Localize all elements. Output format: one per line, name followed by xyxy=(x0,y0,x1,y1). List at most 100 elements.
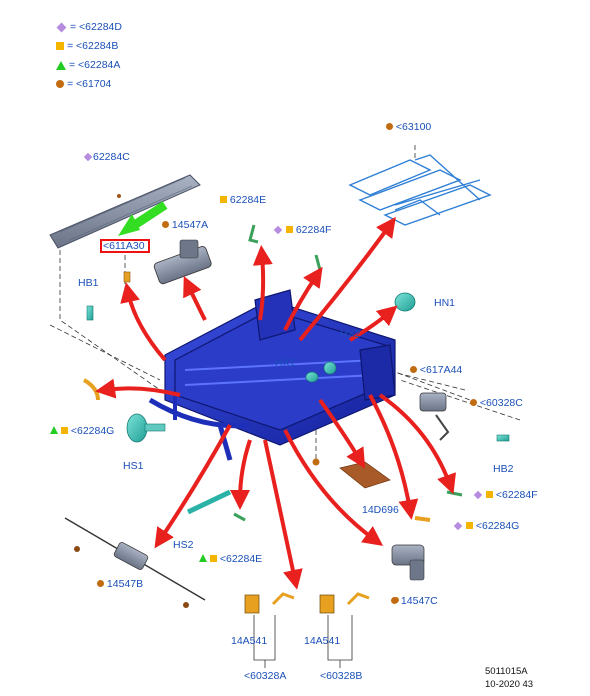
callout-14A541-right: 14A541 xyxy=(304,635,341,647)
leader-hb2 xyxy=(399,379,521,421)
callout-63100: <63100 xyxy=(386,121,431,133)
callout-hx1: HX1 xyxy=(275,357,296,369)
bracket-lines xyxy=(253,615,353,668)
callout-14A541-left: 14A541 xyxy=(231,635,268,647)
switches-14A541 xyxy=(244,592,370,614)
callout-hs2: HS2 xyxy=(173,539,194,551)
connector-62284F-top xyxy=(314,254,322,271)
legend-text: = <62284D xyxy=(70,21,122,33)
arrow-to-62284G-right xyxy=(368,394,419,520)
leader-62284C xyxy=(59,250,161,391)
square-icon xyxy=(60,427,68,434)
dot-icon xyxy=(183,602,189,608)
dot-icon xyxy=(56,80,64,88)
hx2-sensor xyxy=(323,361,337,375)
callout-60328B: <60328B xyxy=(320,670,363,682)
legend-text: = <62284A xyxy=(69,59,121,71)
dot-icon xyxy=(162,221,169,228)
triangle-icon xyxy=(56,60,66,70)
diamond-icon xyxy=(83,152,93,162)
hx1-sensor xyxy=(305,371,319,383)
callout-62284G-left: <62284G xyxy=(50,425,114,437)
callout-hb2: HB2 xyxy=(493,463,514,475)
legend-item-62284D: = <62284D xyxy=(56,21,122,33)
green-arrowhead xyxy=(118,214,140,236)
dot-icon xyxy=(391,597,398,604)
connector-62284E-bottom xyxy=(233,512,246,522)
dot-icon xyxy=(470,399,477,406)
legend-item-62284A: = <62284A xyxy=(56,59,120,71)
callout-14547B: 14547B xyxy=(97,578,143,590)
callout-hb1: HB1 xyxy=(78,277,99,289)
callout-hs1: HS1 xyxy=(123,460,144,472)
callout-62284C: 62284C xyxy=(83,151,130,163)
connector-611A30 xyxy=(123,271,131,283)
arrow-to-63100 xyxy=(298,216,396,342)
hs2-sensor xyxy=(186,489,232,515)
hs1-sensor xyxy=(126,413,166,443)
arrow-to-14A541 xyxy=(263,439,303,590)
arrow-to-14547B xyxy=(154,424,232,549)
highlight-box xyxy=(100,239,150,253)
leader-60328C xyxy=(389,369,471,401)
diamond-icon xyxy=(453,521,463,531)
hn1-sensor xyxy=(394,292,416,312)
red-arrows xyxy=(95,216,456,590)
arrow-to-62284F-right xyxy=(378,393,456,495)
square-icon xyxy=(285,226,293,233)
motor-14547A xyxy=(153,239,212,285)
callout-hx2: HX2 xyxy=(340,328,361,340)
square-icon xyxy=(220,196,227,203)
mat-14D696 xyxy=(339,461,391,489)
square-icon xyxy=(465,522,473,529)
connector-62284G-left xyxy=(82,378,100,401)
seat-frame xyxy=(148,289,396,461)
spring-mat-63100 xyxy=(348,154,492,226)
arrow-to-14547C xyxy=(283,429,384,546)
connector-62284G-right xyxy=(414,516,431,522)
callout-hn1: HN1 xyxy=(434,297,456,309)
hb2-sensor xyxy=(496,434,510,442)
dot-icon xyxy=(117,194,121,198)
arrow-to-611A30 xyxy=(120,282,167,362)
legend-text: = <61704 xyxy=(67,78,112,90)
arrow-to-62284E-top xyxy=(252,245,273,321)
arrow-to-hn1 xyxy=(348,305,398,342)
trim-bar-62284C xyxy=(49,174,201,249)
connector-62284F-right xyxy=(446,490,463,497)
callout-14D696: 14D696 xyxy=(362,504,399,516)
diamond-icon xyxy=(56,22,67,32)
footer-date: 10-2020 43 xyxy=(485,679,534,690)
legend-item-61704: = <61704 xyxy=(56,78,111,90)
arrow-to-14D696 xyxy=(318,398,366,469)
callout-611A30: <611A30 xyxy=(103,240,145,252)
callout-62284F-right: <62284F xyxy=(473,489,538,501)
hb1-sensor xyxy=(86,305,94,321)
leader-hb1 xyxy=(49,324,161,381)
callout-62284E-top: 62284E xyxy=(220,194,266,206)
dot-icon xyxy=(74,546,80,552)
dot-icon xyxy=(97,580,104,587)
callout-14547C: 14547C xyxy=(391,595,438,607)
triangle-icon xyxy=(199,554,207,562)
callout-62284E-bottom: <62284E xyxy=(199,553,262,565)
dot-icon xyxy=(386,123,393,130)
footer-code: 5011015A xyxy=(485,666,528,677)
motor-14547B xyxy=(64,517,206,608)
square-icon xyxy=(485,491,493,498)
callout-60328A: <60328A xyxy=(244,670,287,682)
arrow-to-62284E-bottom xyxy=(230,439,252,510)
arrow-to-14547A xyxy=(183,275,207,321)
motor-617A44 xyxy=(419,392,450,441)
legend-item-62284B: = <62284B xyxy=(56,40,118,52)
callout-14547A: 14547A xyxy=(162,219,208,231)
arrow-to-62284G-left xyxy=(95,378,181,399)
callout-62284G-right: <62284G xyxy=(453,520,519,532)
triangle-icon xyxy=(50,426,58,434)
square-icon xyxy=(209,555,217,562)
arrow-to-62284F-top xyxy=(283,266,323,331)
connector-62284E-top xyxy=(248,224,259,244)
callout-62284F-top: 62284F xyxy=(273,224,331,236)
